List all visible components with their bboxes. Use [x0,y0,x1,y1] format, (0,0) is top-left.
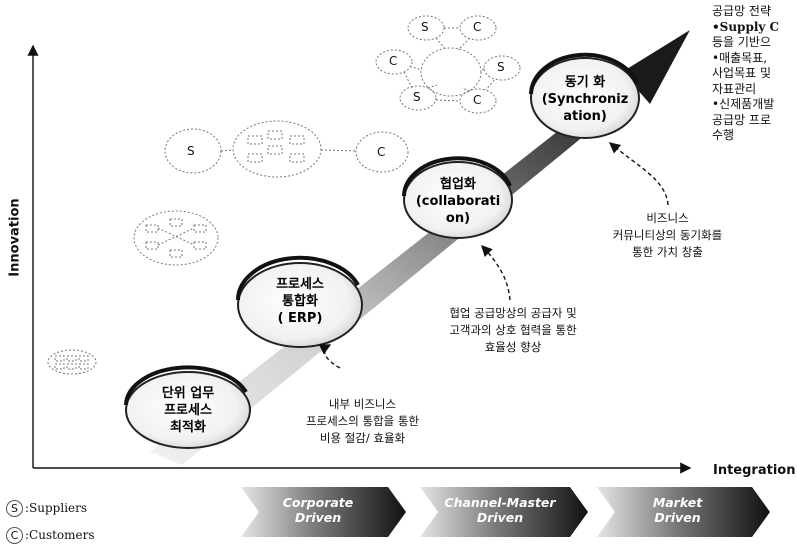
chevron-market [597,487,770,537]
callout-erp [318,344,341,369]
legend-customers: C:Customers [6,527,95,544]
callout-collaboration [481,244,511,301]
network-small-supplier-node: S [187,144,195,158]
network-large-node: S [497,60,505,74]
network-small [164,120,409,178]
network-large-node: S [413,90,421,104]
network-large-node: C [389,54,398,68]
growth-arrow [150,30,690,465]
stage-disc-erp [235,255,363,348]
chevron-channel [420,487,588,537]
x-axis-label: Integration [713,463,796,478]
network-large-node: S [421,20,429,34]
callout-sync [608,142,669,206]
network-large-node: C [473,93,482,107]
stage-disc-sync [529,52,640,139]
supplier-symbol-icon: S [6,500,23,517]
network-large [375,15,521,114]
legend-suppliers: S:Suppliers [6,500,87,517]
network-large-node: C [473,20,482,34]
customer-symbol-icon: C [6,527,23,544]
process-sketch-tiny [47,349,97,375]
y-axis-label: Innovation [7,198,23,277]
stage-disc-collaboration [402,156,513,239]
network-small-customer-node: C [377,145,386,159]
side-note: 공급망 전략 •Supply C 등을 기반으 •매출목표, 사업목표 및 자표… [712,4,780,142]
stage-disc-unit [124,365,251,449]
chevron-corporate [241,487,406,537]
process-sketch-medium [133,210,219,266]
